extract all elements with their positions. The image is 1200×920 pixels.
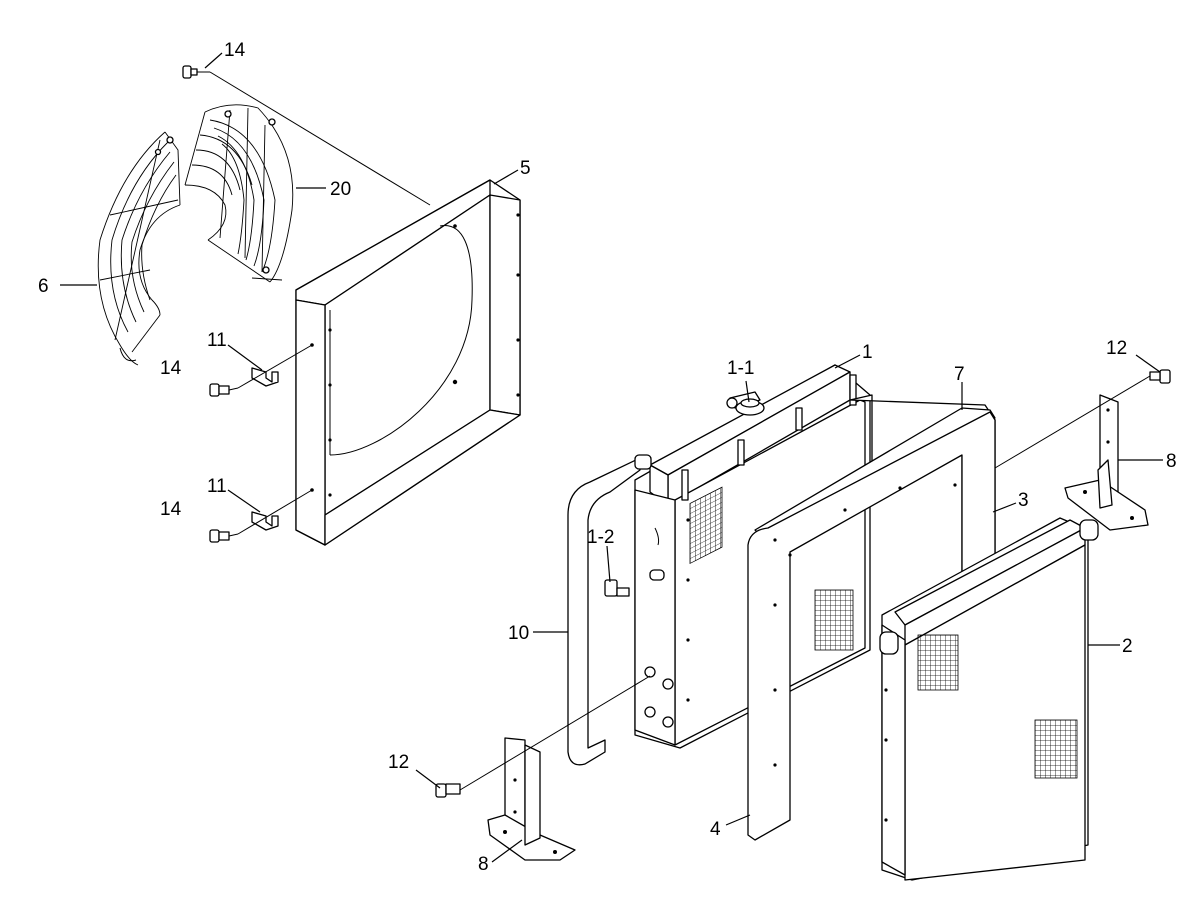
callout-12-right: 12: [1106, 338, 1127, 359]
bracket-upper: [251, 367, 279, 387]
callout-10: 10: [508, 623, 529, 644]
callout-11-lower: 11: [207, 476, 227, 497]
callout-2: 2: [1122, 636, 1133, 657]
callout-20: 20: [330, 179, 351, 200]
fan-shroud: [295, 179, 521, 546]
callout-1-2: 1-2: [587, 527, 614, 548]
support-bracket-left: [487, 737, 576, 861]
callout-14-lower: 14: [160, 499, 182, 520]
bolt-lower: [209, 529, 239, 543]
bolt-middle: [209, 383, 239, 397]
callout-1-1: 1-1: [727, 358, 754, 379]
support-bracket-right: [1064, 394, 1149, 531]
radiator-core: [634, 364, 871, 749]
callout-5: 5: [520, 158, 531, 179]
hose: [567, 454, 652, 766]
seal-frame-front: [747, 411, 996, 841]
callout-14-middle: 14: [160, 358, 182, 379]
callout-labels: 14 20 5 6 11 14 11 14 1-1 1 7 12 8 3 1-2…: [38, 40, 1177, 875]
callout-leaders: [60, 52, 1163, 863]
callout-8-left: 8: [478, 854, 489, 875]
callout-6: 6: [38, 276, 49, 297]
fan-guard-upper: [184, 104, 294, 283]
callout-3: 3: [1018, 490, 1029, 511]
bracket-lower: [251, 511, 279, 531]
drain-cock: [604, 579, 630, 597]
callout-1: 1: [862, 342, 873, 363]
fan-guard-lower: [97, 131, 181, 366]
callout-7: 7: [954, 364, 965, 385]
bolt-left: [435, 783, 461, 798]
callout-14-top: 14: [224, 40, 246, 61]
callout-11-upper: 11: [207, 330, 227, 351]
bolt-top: [182, 65, 210, 79]
callout-4: 4: [710, 819, 721, 840]
callout-8-right: 8: [1166, 451, 1177, 472]
callout-12-left: 12: [388, 752, 409, 773]
oil-cooler: [879, 517, 1099, 881]
assembly-lines: [209, 71, 1151, 791]
bolt-right: [1149, 369, 1171, 384]
